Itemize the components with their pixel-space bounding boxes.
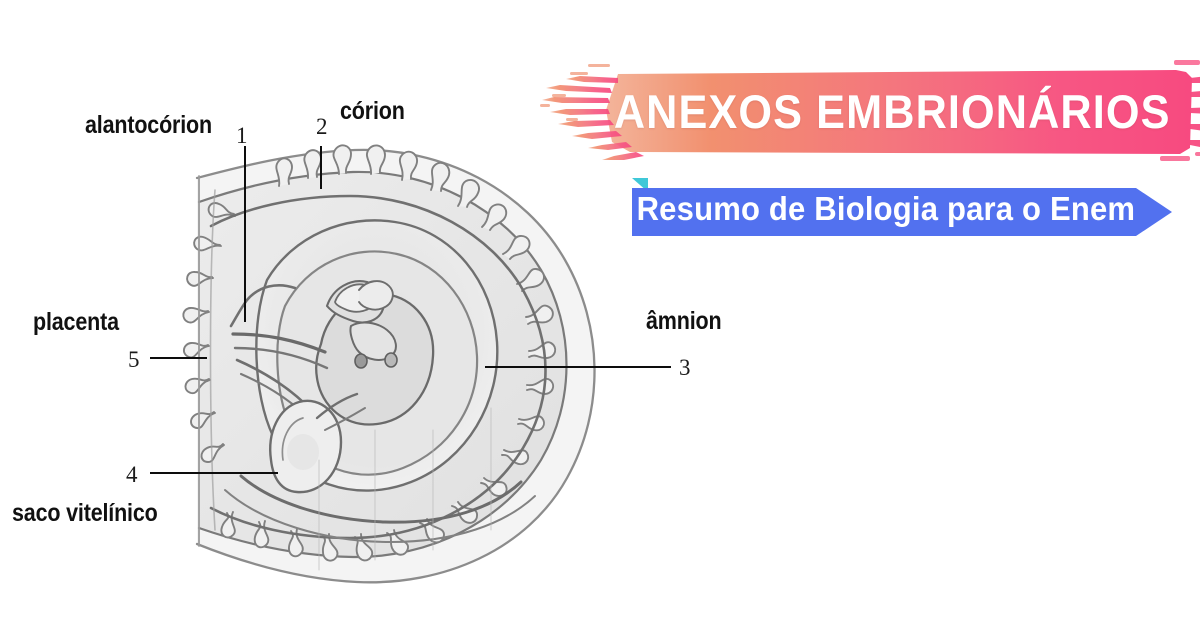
leader-line-5 <box>150 357 207 359</box>
embryo-annexes-diagram <box>175 130 615 600</box>
subtitle-ribbon: Resumo de Biologia para o Enem <box>624 178 1176 240</box>
brush-stroke-shape <box>540 60 1200 161</box>
leader-line-1 <box>244 146 246 322</box>
title-banner: ANEXOS EMBRIONÁRIOS <box>540 52 1200 170</box>
ribbon-shape <box>632 178 1172 236</box>
marker-4: 4 <box>126 462 138 487</box>
leader-line-2 <box>320 146 322 189</box>
label-saco-vitelinico: saco vitelínico <box>12 499 158 527</box>
marker-5: 5 <box>128 347 140 372</box>
page-title: ANEXOS EMBRIONÁRIOS <box>613 84 1171 138</box>
leader-line-4 <box>150 472 278 474</box>
leader-line-3 <box>485 366 671 368</box>
label-corion: córion <box>340 97 405 125</box>
label-alantocorion: alantocórion <box>85 111 212 139</box>
label-amnion: âmnion <box>646 307 722 335</box>
marker-2: 2 <box>316 114 328 139</box>
embryo-diagram-svg <box>182 144 596 584</box>
page-subtitle: Resumo de Biologia para o Enem <box>636 190 1136 227</box>
marker-1: 1 <box>236 123 248 148</box>
marker-3: 3 <box>679 355 691 380</box>
label-placenta: placenta <box>33 308 119 336</box>
